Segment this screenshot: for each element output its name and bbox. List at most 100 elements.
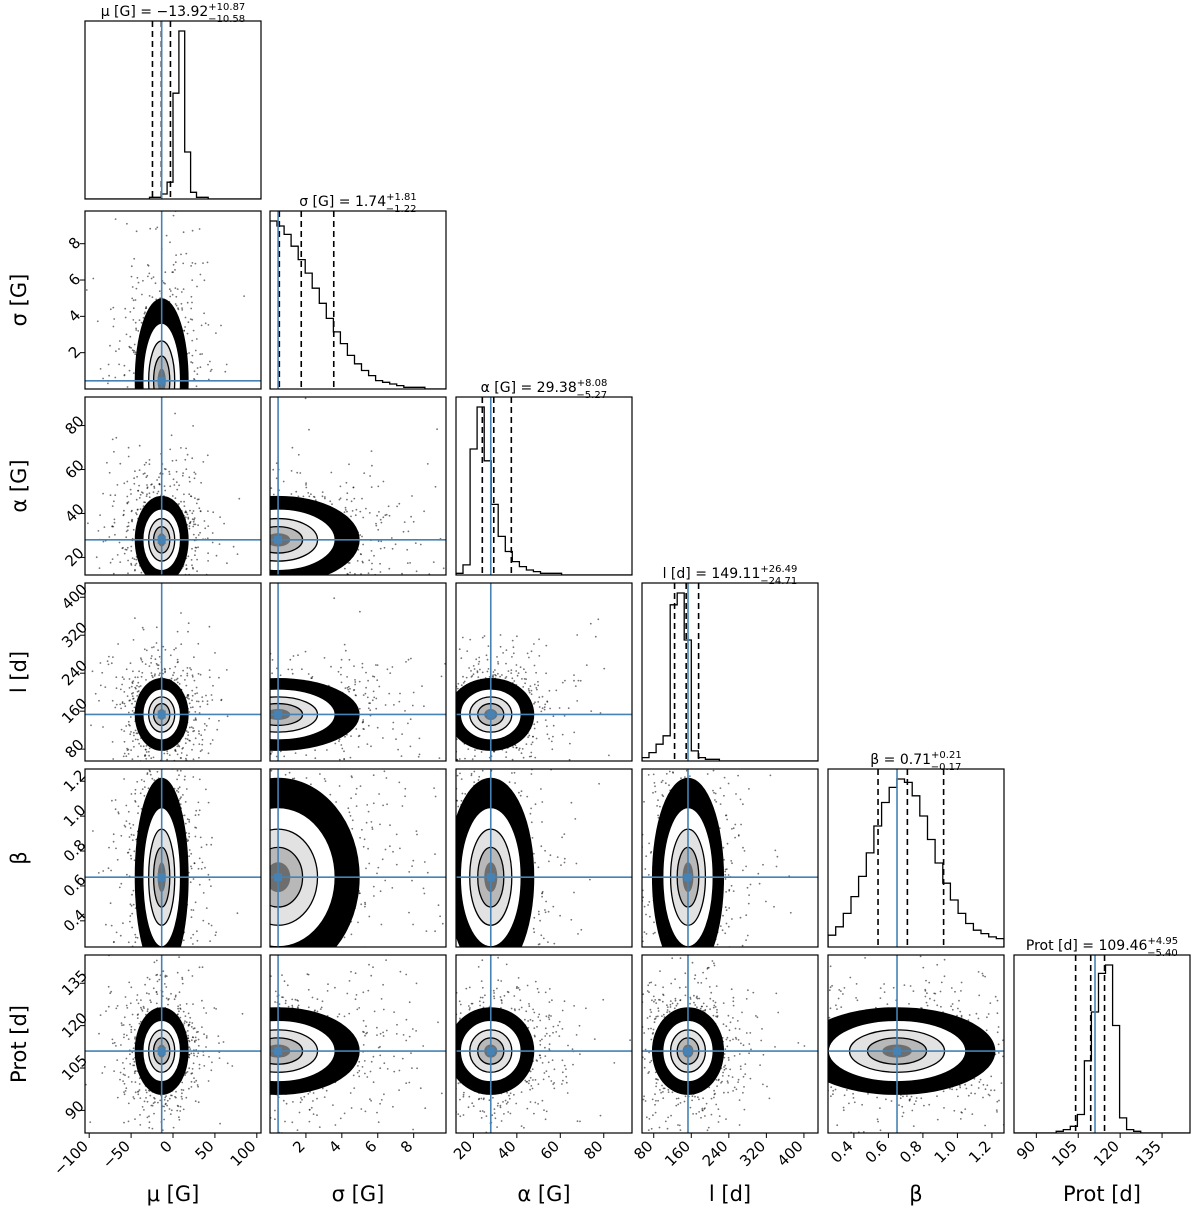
sample-point [361,536,363,538]
sample-point [174,749,176,751]
sample-point [258,732,260,734]
sample-point [124,705,126,707]
sample-point [215,731,217,733]
sample-point [293,576,295,578]
sample-point [129,336,131,338]
sample-point [194,517,196,519]
sample-point [176,600,178,602]
sample-point [90,459,92,461]
sample-point [251,529,253,531]
sample-point [264,569,266,571]
sample-point [223,523,225,525]
sample-point [207,454,209,456]
sample-point [255,804,257,806]
sample-point [175,576,177,578]
sample-point [191,296,193,298]
sample-point [227,701,229,703]
sample-point [447,708,449,710]
sample-point [161,392,163,394]
sample-point [173,391,175,393]
sample-point [283,608,285,610]
sample-point [118,580,120,582]
sample-point [168,430,170,432]
sample-point [331,503,333,505]
sample-point [159,486,161,488]
sample-point [198,733,200,735]
sample-point [447,714,449,716]
sample-point [183,493,185,495]
sample-point [365,687,367,689]
sample-point [194,434,196,436]
sample-point [102,726,104,728]
sample-point [194,702,196,704]
sample-point [256,749,258,751]
sample-point [346,482,348,484]
sample-point [435,696,437,698]
sample-point [183,661,185,663]
sample-point [117,554,119,556]
sample-point [519,748,521,750]
sample-point [304,576,306,578]
sample-point [155,578,157,580]
sample-point [132,758,134,760]
sample-point [152,443,154,445]
sample-point [252,710,254,712]
sample-point [180,643,182,645]
sample-point [248,537,250,539]
sample-point [194,554,196,556]
sample-point [222,507,224,509]
sample-point [158,589,160,591]
sample-point [349,659,351,661]
sample-point [231,542,233,544]
sample-point [111,400,113,402]
sample-point [164,403,166,405]
sample-point [137,682,139,684]
sample-point [178,762,180,764]
sample-point [368,725,370,727]
sample-point [132,710,134,712]
sample-point [242,554,244,556]
sample-point [242,534,244,536]
sample-point [198,701,200,703]
sample-point [114,686,116,688]
sample-point [226,405,228,407]
sample-point [150,757,152,759]
sample-point [143,476,145,478]
sample-point [138,588,140,590]
sample-point [148,755,150,757]
sample-point [119,542,121,544]
sample-point [143,745,145,747]
sample-point [191,564,193,566]
sample-point [230,570,232,572]
sample-point [100,662,102,664]
sample-point [204,425,206,427]
sample-point [198,600,200,602]
sample-point [95,457,97,459]
sample-point [237,697,239,699]
sample-point [189,406,191,408]
sample-point [283,481,285,483]
sample-point [246,711,248,713]
sample-point [199,591,201,593]
sample-point [246,709,248,711]
sample-point [158,415,160,417]
sample-point [382,516,384,518]
sample-point [447,679,449,681]
sample-point [141,588,143,590]
sample-point [266,714,268,716]
sample-point [200,674,202,676]
sample-point [109,807,111,809]
sample-point [365,595,367,597]
sample-point [435,701,437,703]
sample-point [146,745,148,747]
sample-point [264,728,266,730]
sample-point [143,403,145,405]
sample-point [133,258,135,260]
sample-point [168,391,170,393]
sample-point [196,286,198,288]
sample-point [218,688,220,690]
sample-point [264,689,266,691]
sample-point [497,661,499,663]
sample-point [196,570,198,572]
sample-point [341,595,343,597]
